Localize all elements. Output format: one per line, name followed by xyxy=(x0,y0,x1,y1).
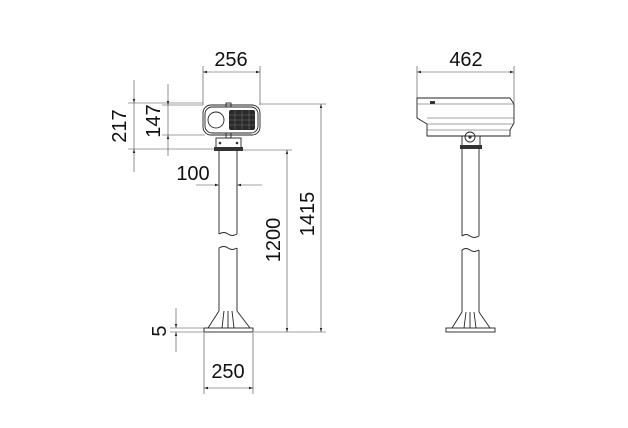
base-front xyxy=(203,310,254,333)
lamp-head-side xyxy=(416,97,515,143)
pole-front xyxy=(218,151,238,311)
dim-pole-diameter: 100 xyxy=(176,163,262,187)
dim-base-plate-thickness-label: 5 xyxy=(149,325,171,336)
dim-head-width-label: 256 xyxy=(214,49,247,71)
dim-base-plate-thickness: 5 xyxy=(149,308,204,352)
pole-side xyxy=(461,149,480,312)
dim-total-height-label: 1415 xyxy=(297,192,319,237)
dim-head-depth: 462 xyxy=(416,49,515,104)
front-view: 256 217 147 100 xyxy=(109,49,326,394)
side-view: 462 xyxy=(416,49,515,333)
dim-pole-height-label: 1200 xyxy=(263,218,285,263)
dim-head-height-total-label: 217 xyxy=(109,109,131,142)
dim-pole-height: 1200 xyxy=(243,149,292,333)
dim-head-height-lamp-label: 147 xyxy=(143,104,165,137)
dim-total-height: 1415 xyxy=(260,103,326,333)
dim-head-width: 256 xyxy=(202,49,261,105)
base-side xyxy=(445,311,496,333)
mount-bracket-front xyxy=(214,137,243,151)
dim-pole-diameter-label: 100 xyxy=(176,163,209,185)
dim-head-height-lamp: 147 xyxy=(143,84,205,156)
dim-head-height-total: 217 xyxy=(109,80,214,172)
lamp-head-front xyxy=(202,102,261,139)
dim-base-width-label: 250 xyxy=(211,361,244,383)
dim-head-depth-label: 462 xyxy=(449,49,482,71)
mount-bracket-side xyxy=(460,135,482,149)
dim-base-width: 250 xyxy=(203,333,254,394)
